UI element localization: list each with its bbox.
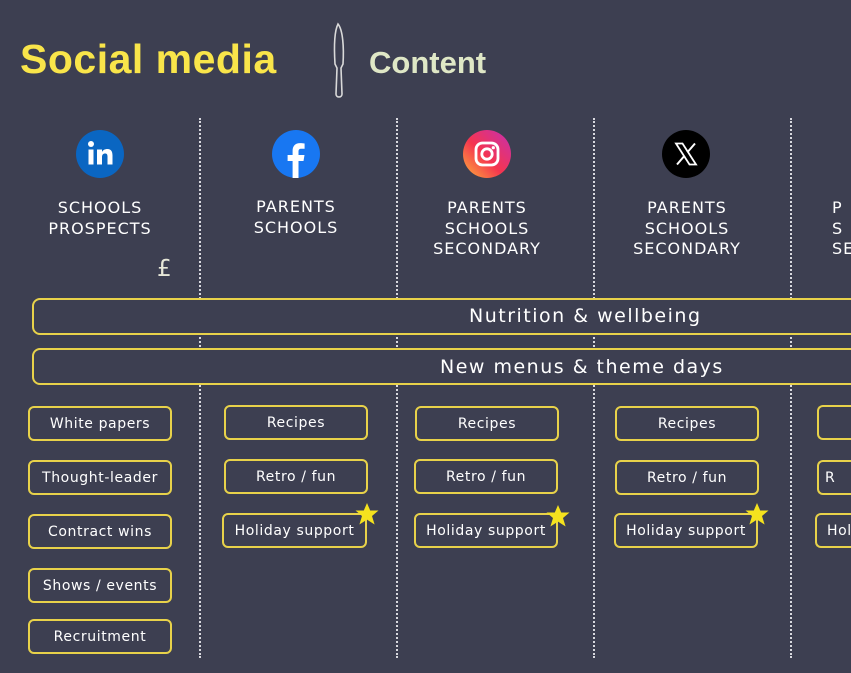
- page-title: Social media: [20, 36, 277, 82]
- facebook-icon: [272, 130, 320, 178]
- content-chip-recipes: Recipes: [224, 405, 368, 440]
- column-divider: [593, 118, 595, 658]
- content-chip-partial: R: [817, 460, 851, 495]
- x-icon: [662, 130, 710, 178]
- band-label: Nutrition & wellbeing: [469, 305, 702, 327]
- content-chip-white-papers: White papers: [28, 406, 172, 441]
- knife-icon: [333, 22, 345, 98]
- content-chip-contract-wins: Contract wins: [28, 514, 172, 549]
- content-chip-recipes: Recipes: [615, 406, 759, 441]
- column-divider: [396, 118, 398, 658]
- content-chip-holiday-support: Holiday support: [614, 513, 758, 548]
- content-chip-holiday-support: Holiday support: [222, 513, 367, 548]
- star-icon: [355, 503, 379, 525]
- content-chip-holiday-support: Holiday support: [414, 513, 558, 548]
- band-label: New menus & theme days: [440, 356, 724, 378]
- column-divider: [199, 118, 201, 658]
- content-chip-thought-leader: Thought-leader: [28, 460, 172, 495]
- content-chip-retro-fun: Retro / fun: [414, 459, 558, 494]
- band-nutrition-wellbeing: [32, 298, 851, 335]
- content-chip-recipes: Recipes: [415, 406, 559, 441]
- instagram-icon: [463, 130, 511, 178]
- content-chip-recruitment: Recruitment: [28, 619, 172, 654]
- paid-indicator: £: [157, 256, 172, 282]
- content-chip-partial: Holi: [815, 513, 851, 548]
- content-chip-partial: [817, 405, 851, 440]
- star-icon: [745, 503, 769, 525]
- band-new-menus-theme-days: [32, 348, 851, 385]
- content-chip-shows-events: Shows / events: [28, 568, 172, 603]
- page-subtitle: Content: [369, 45, 487, 80]
- star-icon: [546, 505, 570, 527]
- column-divider: [790, 118, 792, 658]
- linkedin-icon: [76, 130, 124, 178]
- content-chip-retro-fun: Retro / fun: [224, 459, 368, 494]
- content-chip-retro-fun: Retro / fun: [615, 460, 759, 495]
